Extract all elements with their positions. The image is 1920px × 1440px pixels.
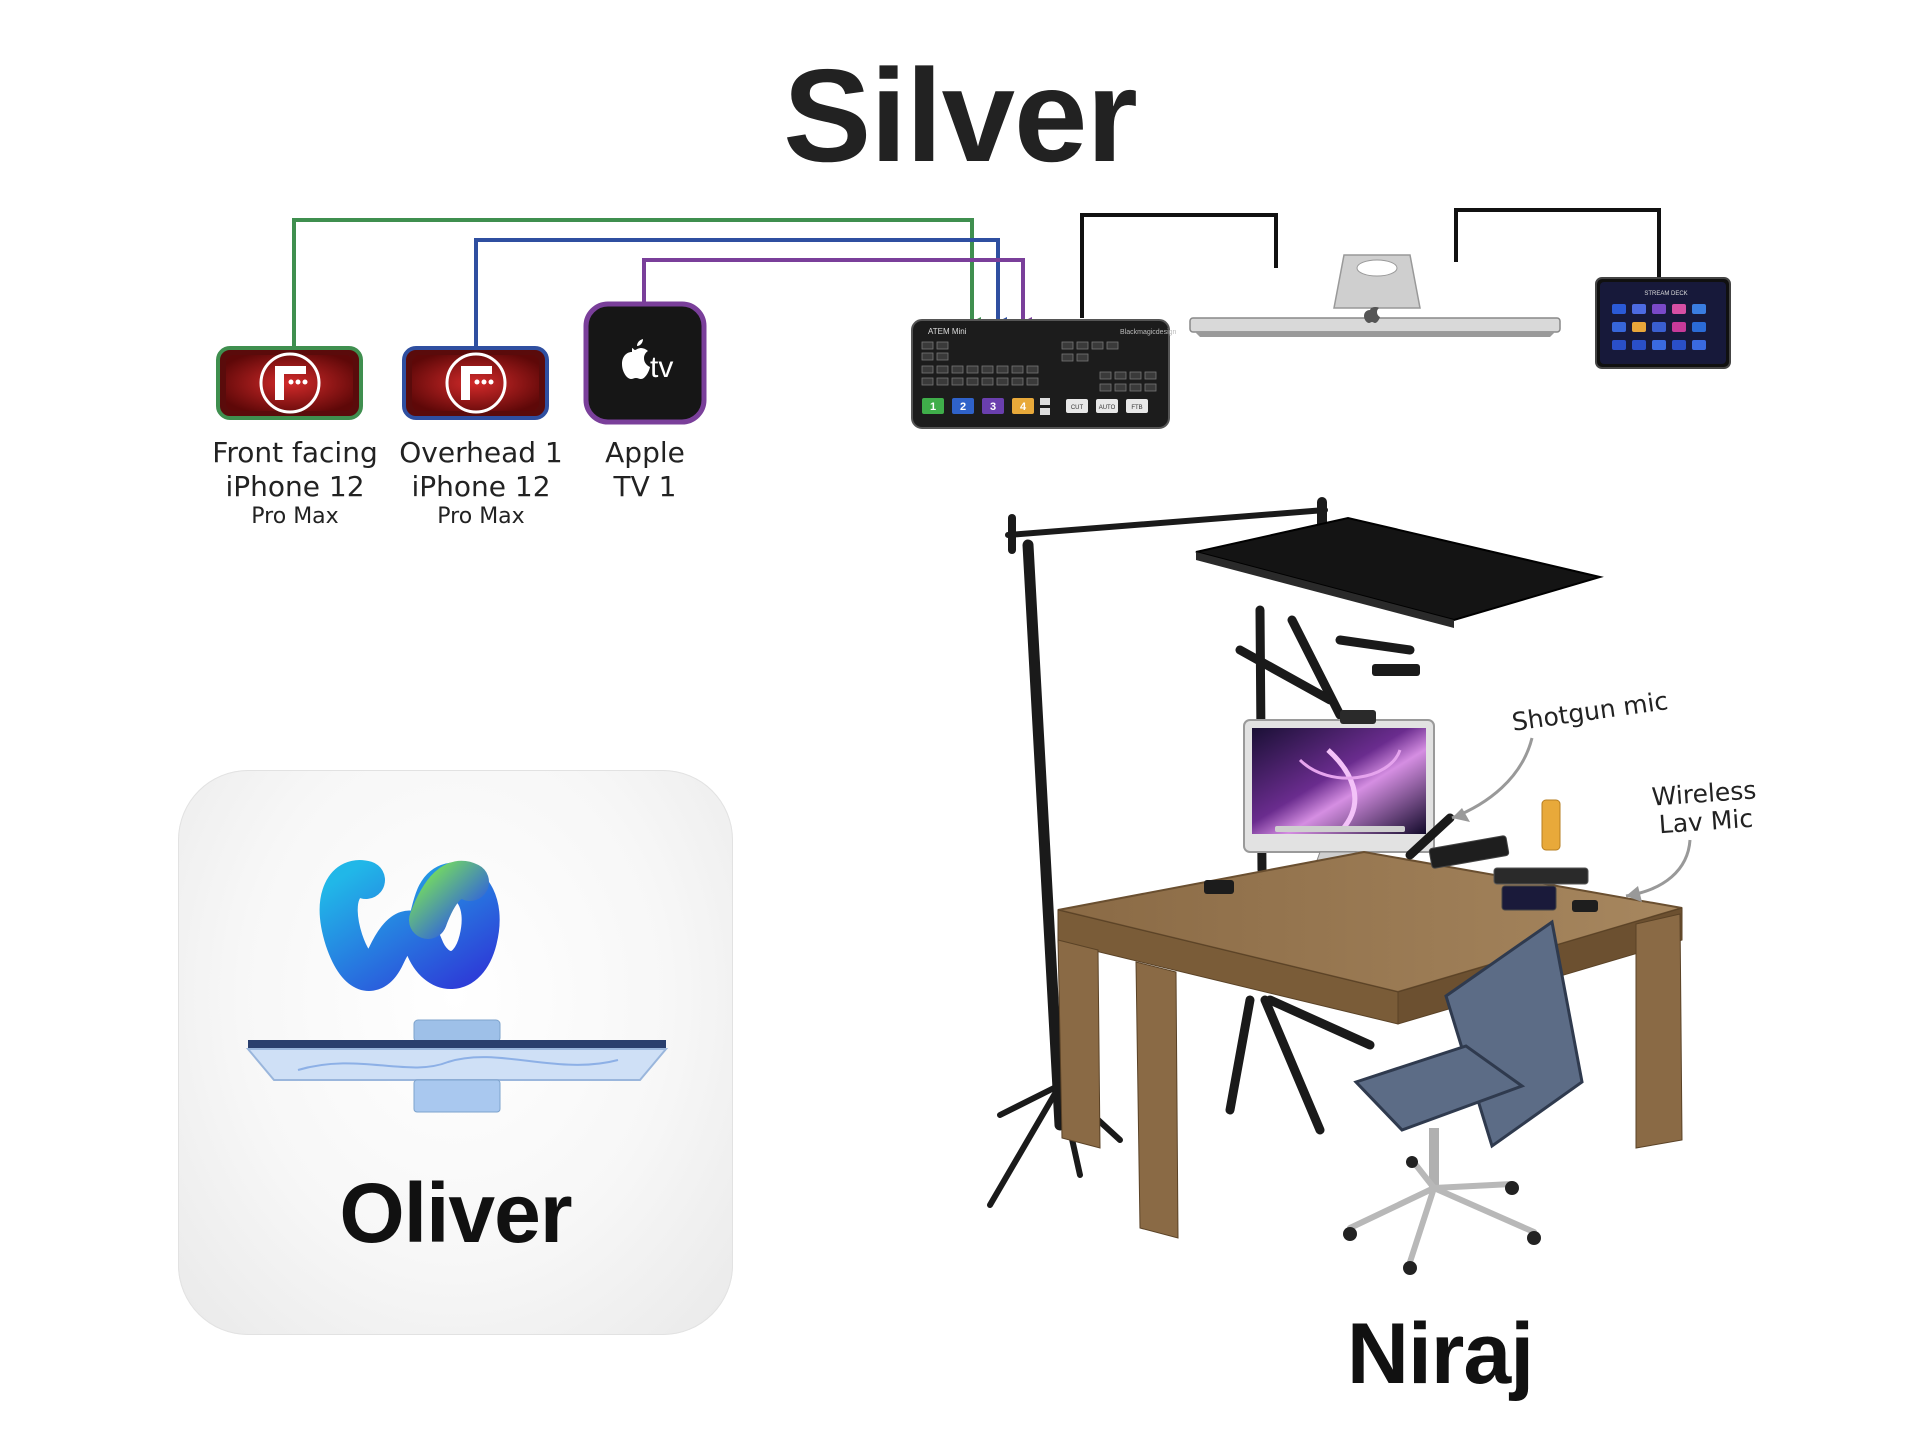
- atem-auto: AUTO: [1099, 405, 1116, 411]
- wipes-can: [1541, 799, 1561, 851]
- desk-keyboard: [1493, 867, 1589, 885]
- keyboard-atem: [1428, 835, 1510, 869]
- stream-deck-device: STREAM DECK: [1595, 277, 1731, 369]
- atem-small-keys: [921, 341, 1157, 392]
- stream-deck-keys: [1612, 304, 1706, 350]
- display-to-streamdeck-line: [1454, 208, 1661, 280]
- apple-tv-label-line1: Apple: [605, 436, 685, 469]
- imac-top-view-icon: [245, 1019, 669, 1113]
- office-chair: [1343, 919, 1584, 1275]
- front-iphone-device: [216, 346, 363, 420]
- green-line: [292, 218, 981, 352]
- shotgun-mic-arrow: [1451, 737, 1534, 820]
- black-links: [1080, 208, 1661, 318]
- desk-setup-illustration: [987, 497, 1692, 1275]
- atem-input-1: 1: [930, 401, 936, 413]
- atem-input-4: 4: [1020, 401, 1027, 413]
- front-iphone-label-line2: iPhone 12: [225, 470, 365, 504]
- atem-cut: CUT: [1071, 405, 1084, 411]
- overhead-iphone-device: [402, 346, 549, 420]
- atem-input-3: 3: [990, 401, 996, 413]
- stream-deck-label: STREAM DECK: [1644, 291, 1687, 297]
- overhead-iphone-label-line2: iPhone 12: [411, 470, 551, 504]
- signal-lines: [292, 218, 1032, 352]
- atem-to-display-line: [1080, 213, 1278, 318]
- apple-tv-box: [1204, 880, 1234, 894]
- overhead-iphone-label: Overhead 1 iPhone 12 Pro Max: [386, 436, 576, 531]
- webex-logo-icon: [319, 860, 500, 991]
- apple-logo-icon: [622, 339, 650, 379]
- atem-input-buttons: 1 2 3 4: [922, 398, 1050, 415]
- niraj-title: Niraj: [1346, 1306, 1534, 1402]
- purple-line: [642, 258, 1032, 327]
- blue-line: [474, 238, 1007, 352]
- atem-transition-buttons: CUT AUTO FTB: [1066, 399, 1148, 413]
- apple-tv-label: Apple TV 1: [575, 436, 715, 504]
- overhead-board: [1195, 516, 1604, 622]
- lav-mic-arrow: [1625, 839, 1692, 898]
- overhead-iphone-label-line3: Pro Max: [437, 504, 525, 530]
- filmic-app-icon: [259, 352, 321, 414]
- atem-ftb: FTB: [1131, 405, 1142, 411]
- filmic-app-icon: [445, 352, 507, 414]
- diagram-title: Silver: [783, 42, 1138, 189]
- atem-name: ATEM Mini: [928, 327, 967, 336]
- wireless-mic-receiver: [1572, 900, 1598, 912]
- desk-stream-deck: [1501, 885, 1557, 911]
- apple-tv-label-line2: TV 1: [613, 470, 677, 504]
- front-iphone-label: Front facing iPhone 12 Pro Max: [200, 436, 390, 531]
- front-iphone-label-line1: Front facing: [212, 436, 378, 469]
- atem-input-2: 2: [960, 401, 966, 413]
- oliver-card-art: [245, 860, 669, 1113]
- atem-mini-switcher: ATEM Mini Blackmagicdesign 1 2 3: [911, 319, 1177, 429]
- apple-logo-icon: [1364, 307, 1380, 323]
- imac-desktop: [1243, 710, 1435, 881]
- front-iphone-label-line3: Pro Max: [251, 504, 339, 530]
- oliver-card: Oliver: [178, 770, 733, 1335]
- imac-top-view: [1189, 254, 1561, 337]
- apple-tv-device: tv: [583, 301, 707, 425]
- atem-brand: Blackmagicdesign: [1120, 329, 1177, 336]
- oliver-title: Oliver: [339, 1166, 572, 1260]
- apple-tv-logo-text: tv: [650, 351, 673, 384]
- overhead-iphone-label-line1: Overhead 1: [399, 436, 563, 469]
- shotgun-mic: [1405, 813, 1455, 860]
- lav-mic-label: Wireless Lav Mic: [1638, 775, 1772, 841]
